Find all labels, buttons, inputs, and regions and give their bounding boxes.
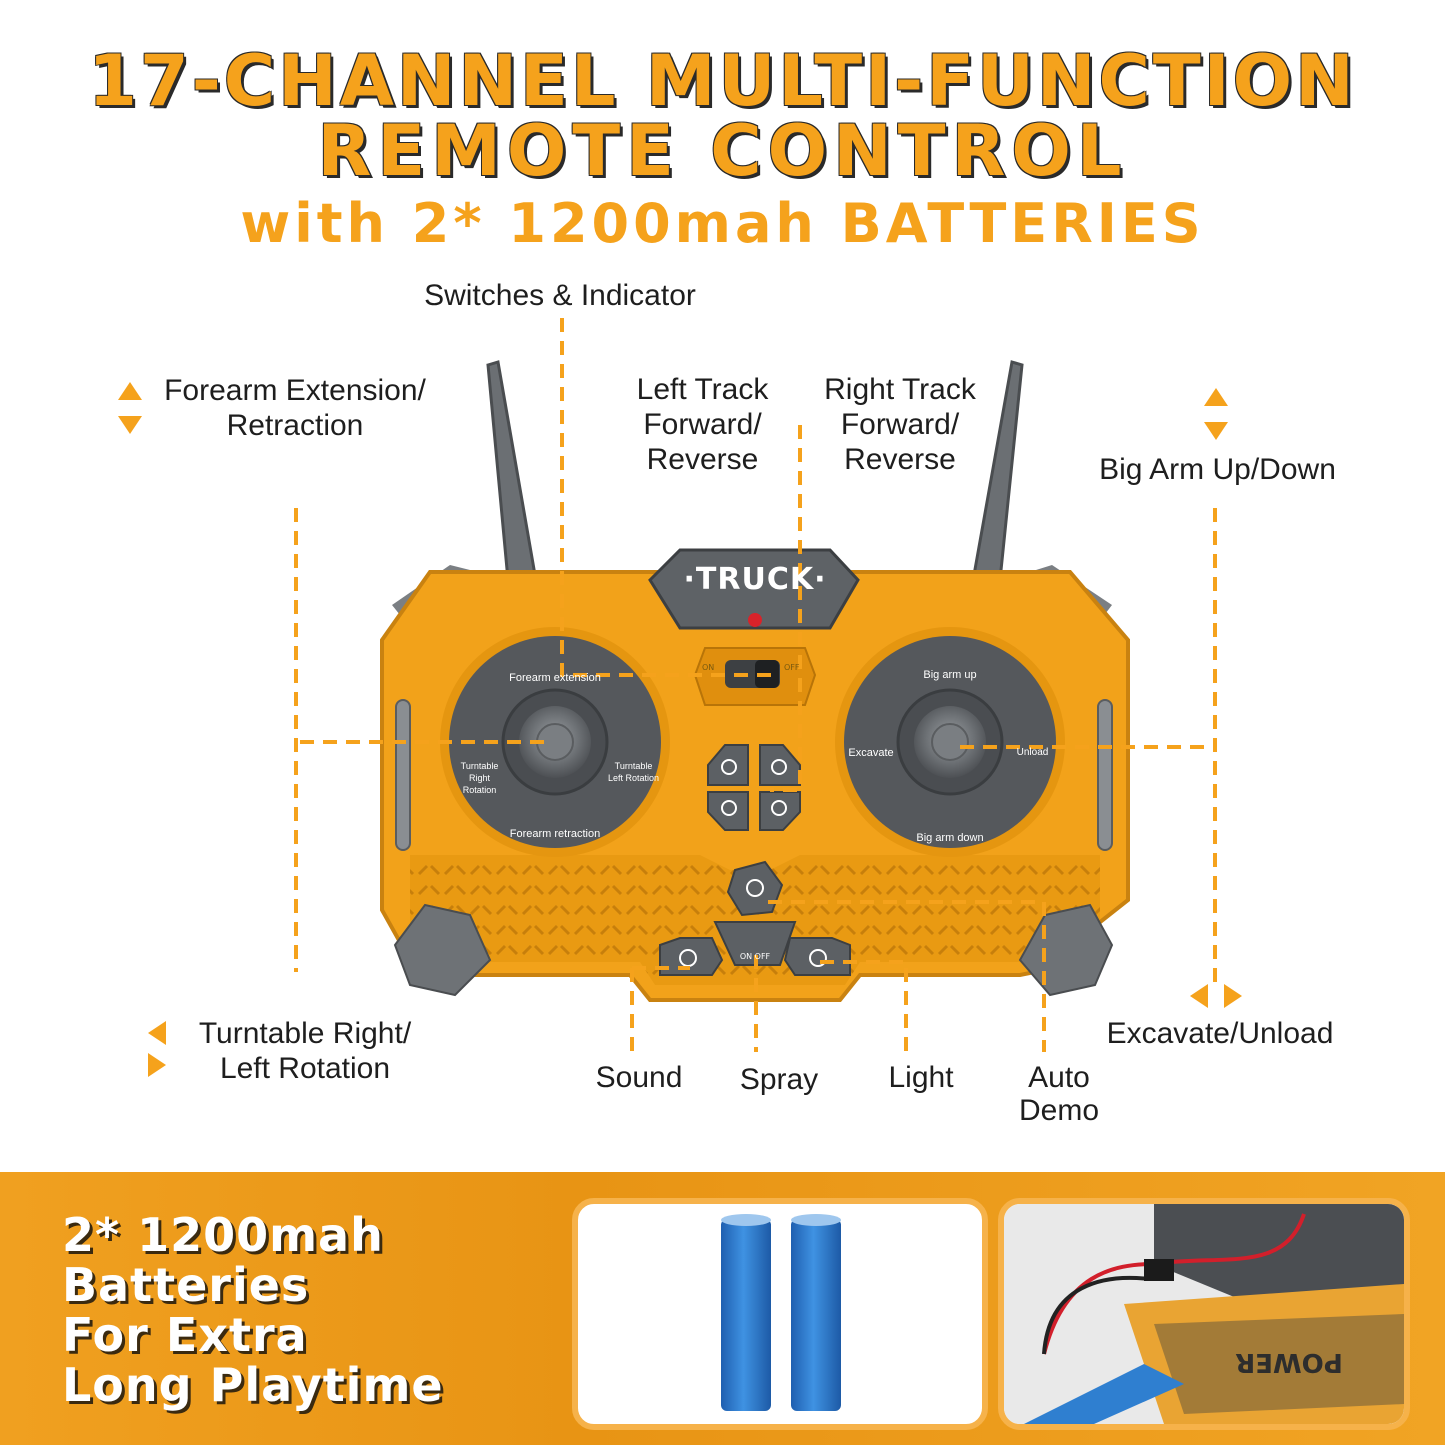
up-arrow-icon [118, 382, 142, 400]
down-arrow-icon [118, 416, 142, 434]
label-sound: Sound [595, 1061, 683, 1094]
label-switches-indicator: Switches & Indicator [424, 279, 696, 312]
headline-line-1: 17-CHANNEL MULTI-FUNCTION [88, 40, 1357, 122]
label-auto-2: Demo [1018, 1094, 1100, 1127]
label-left-track-3: Reverse [646, 443, 759, 476]
headline-line-2: REMOTE CONTROL [317, 110, 1128, 192]
switch-off-label: OFF [784, 663, 800, 672]
remote-logo: ·TRUCK· [683, 562, 827, 597]
light-hit[interactable] [785, 938, 850, 975]
battery-line-4: Long Playtime [62, 1358, 444, 1412]
left-antenna [486, 360, 537, 582]
label-right-track-1: Right Track [824, 373, 976, 406]
battery-cell-1 [721, 1219, 771, 1411]
right-dial-top-label: Big arm up [923, 669, 977, 681]
label-forearm-2: Retraction [226, 409, 364, 442]
battery-band-text: 2* 1200mah Batteries For Extra Long Play… [62, 1210, 444, 1410]
left-dial-right-label: Turntable Left Rotation [607, 761, 660, 783]
right-dial-right-label: Unload [1016, 747, 1049, 758]
auto-demo-hit[interactable] [728, 862, 782, 915]
spray-on-off-label: ON OFF [739, 952, 771, 961]
down-arrow-icon [1204, 422, 1228, 440]
label-big-arm: Big Arm Up/Down [1099, 453, 1336, 486]
right-arrow-icon [1224, 984, 1242, 1008]
left-dial-bottom-label: Forearm retraction [509, 828, 601, 840]
right-arrow-icon [148, 1053, 166, 1077]
label-spray: Spray [739, 1063, 819, 1096]
label-left-track-2: Forward/ [643, 408, 762, 441]
left-arrow-icon [148, 1021, 166, 1045]
right-dial-left-label: Excavate [848, 747, 894, 759]
left-dial-left-label: Turntable Right Rotation [460, 761, 499, 795]
power-switch[interactable] [725, 660, 780, 688]
left-arrow-icon [1190, 984, 1208, 1008]
battery-cells-image [721, 1214, 841, 1411]
label-right-track-3: Reverse [844, 443, 956, 476]
battery-cell-2 [791, 1219, 841, 1411]
battery-cells-panel [572, 1198, 988, 1430]
headline-line-3: with 2* 1200mah BATTERIES [240, 192, 1205, 255]
light-button [783, 937, 851, 976]
spray-hit[interactable] [715, 922, 795, 965]
label-turntable-2: Left Rotation [219, 1052, 391, 1085]
label-auto-1: Auto [1028, 1061, 1090, 1094]
sound-button [659, 937, 724, 976]
label-light: Light [888, 1061, 954, 1094]
left-dial-top-label: Forearm extension [509, 672, 601, 684]
label-excavate-unload: Excavate/Unload [1106, 1017, 1334, 1050]
switch-on-label: ON [702, 663, 715, 672]
right-joystick[interactable] [898, 690, 1002, 794]
battery-pack-photo: POWER [1004, 1204, 1404, 1424]
battery-pack-panel: POWER [998, 1198, 1410, 1430]
label-forearm-1: Forearm Extension/ [164, 374, 426, 407]
label-left-track-1: Left Track [636, 373, 769, 406]
battery-line-2: Batteries [62, 1258, 310, 1312]
spray-button [713, 921, 797, 966]
label-turntable-1: Turntable Right/ [198, 1017, 412, 1050]
track-buttons [707, 744, 801, 831]
sound-hit[interactable] [660, 938, 722, 975]
battery-line-3: For Extra [62, 1308, 308, 1362]
left-track-reverse-button[interactable] [708, 792, 748, 830]
battery-line-1: 2* 1200mah [62, 1208, 384, 1262]
right-dial-bottom-label: Big arm down [916, 832, 984, 844]
left-joystick[interactable] [503, 690, 607, 794]
indicator-led [748, 613, 762, 627]
left-track-forward-button[interactable] [708, 745, 748, 785]
right-track-forward-button[interactable] [760, 745, 800, 785]
pack-power-label: POWER [1235, 1347, 1343, 1377]
label-right-track-2: Forward/ [840, 408, 960, 441]
right-track-reverse-button[interactable] [760, 792, 800, 830]
up-arrow-icon [1204, 388, 1228, 406]
